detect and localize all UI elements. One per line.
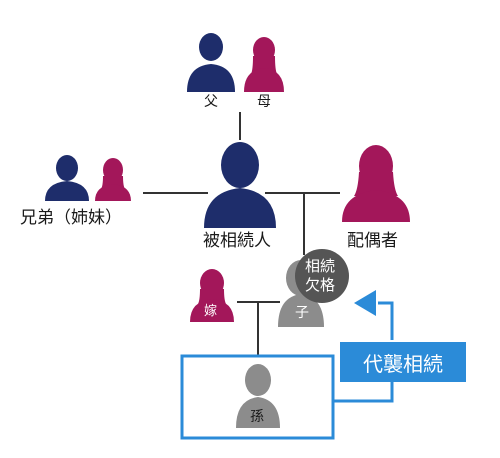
father-label: 父 (204, 94, 218, 110)
spouse-label: 配偶者 (347, 231, 398, 251)
daughter-in-law-label: 嫁 (204, 304, 218, 319)
connector-lines (143, 112, 340, 355)
person-female-icon (190, 269, 234, 322)
representation-connector (333, 382, 394, 403)
person-male-icon (45, 155, 89, 201)
representation-label: 代襲相続 (340, 342, 466, 382)
representation-arrow-line (378, 301, 394, 340)
person-female-icon (342, 145, 410, 222)
grandchild-label: 孫 (250, 409, 264, 425)
arrow-up-icon (354, 290, 376, 316)
person-female-icon (95, 158, 131, 201)
mother-label: 母 (257, 94, 271, 110)
disqualification-badge (295, 249, 349, 303)
disqualified-label-line1: 相続 (305, 257, 336, 275)
siblings-label: 兄弟（姉妹） (20, 208, 122, 228)
representation-frame (180, 354, 335, 440)
person-male-icon (236, 364, 280, 428)
disqualified-label-line2: 欠格 (305, 276, 336, 294)
person-male-icon (187, 33, 235, 92)
person-male-icon (204, 142, 276, 228)
decedent-label: 被相続人 (203, 231, 271, 251)
child-label: 子 (295, 305, 309, 321)
person-female-icon (244, 37, 284, 92)
